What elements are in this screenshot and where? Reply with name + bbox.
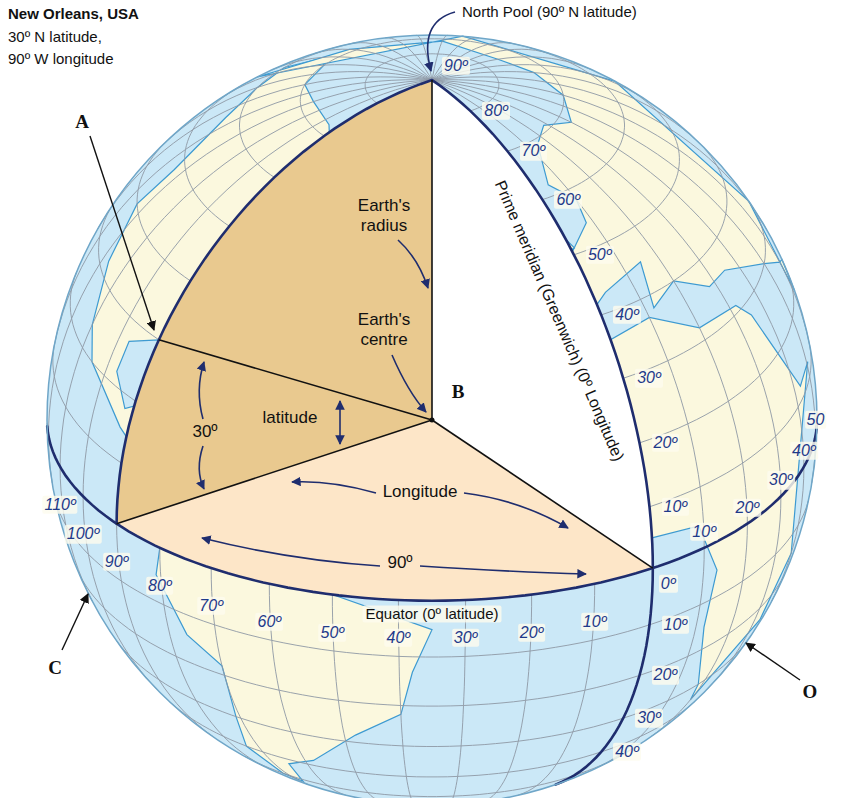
latitude-number: 10º [662, 498, 690, 516]
angle-arrow [292, 482, 376, 493]
radius-line [117, 420, 432, 524]
leader-arrow [90, 136, 154, 330]
graticule [47, 35, 817, 798]
angle-arrow [202, 538, 380, 566]
coordinate-note: 90º W longitude [8, 50, 114, 67]
callout-letter: C [48, 657, 62, 679]
equator-line [47, 426, 817, 600]
longitude-number: 10º [690, 523, 718, 541]
callout-letter: O [803, 681, 818, 703]
ocean [47, 35, 817, 798]
longitude-number: 40º [385, 629, 413, 647]
angle-arrow [420, 566, 586, 574]
globe [47, 35, 817, 798]
angle-label: 90º [387, 553, 412, 573]
pointer-arrow [398, 240, 428, 288]
longitude-number: 10º [581, 613, 609, 631]
globe-rim [47, 35, 817, 798]
coordinate-note: 30º N latitude, [8, 28, 102, 45]
pointer-arrow [392, 355, 426, 412]
angle-arrow [199, 446, 204, 489]
latitude-number: 20º [652, 434, 680, 452]
radius-line [159, 340, 432, 420]
longitude-number: 70º [197, 597, 225, 615]
leader-arrow [746, 643, 800, 680]
longitude-number: 110º [42, 496, 77, 514]
latitude-number: 80º [482, 102, 510, 120]
meridian-line [117, 80, 432, 524]
angle-arrow [339, 401, 341, 444]
radius-line [431, 80, 433, 420]
longitude-number: 50º [319, 623, 347, 641]
angle-label: latitude [263, 408, 318, 428]
longitude-number: 50 [805, 411, 827, 429]
longitude-number: 100º [65, 525, 102, 543]
callout-letter: B [452, 381, 465, 403]
angle-arrow [464, 493, 568, 528]
latitude-number: 90º [442, 57, 470, 75]
origin-number: 0º [659, 575, 678, 593]
prime-meridian-line [432, 80, 653, 785]
leader-arrow [62, 594, 88, 650]
latitude-number: 30º [635, 369, 663, 387]
centre-label: Earth's centre [349, 310, 419, 349]
pole-label: North Pool (90º N latitude) [462, 3, 637, 20]
latitude-number: 30º [635, 709, 663, 727]
longitude-number: 30º [452, 629, 480, 647]
longitude-number: 60º [255, 613, 283, 631]
angle-label: Longitude [383, 482, 458, 502]
angle-label: 30º [192, 422, 217, 442]
latitude-number: 70º [520, 142, 548, 160]
latitude-number: 40º [613, 743, 641, 761]
longitude-number: 20º [518, 623, 546, 641]
latitude-number: 50º [586, 246, 614, 264]
longitude-wedge [117, 420, 653, 601]
longitude-number: 40º [790, 442, 818, 460]
longitude-number: 90º [103, 552, 131, 570]
longitude-number: 20º [734, 498, 762, 516]
latitude-number: 20º [652, 666, 680, 684]
latitude-number: 40º [613, 306, 641, 324]
longitude-number: 30º [767, 471, 795, 489]
latitude-number: 60º [554, 190, 582, 208]
place-name: New Orleans, USA [8, 5, 139, 22]
centre-dot [430, 418, 435, 423]
latitude-number: 10º [662, 616, 690, 634]
callout-letter: A [75, 111, 89, 133]
longitude-number: 80º [146, 577, 174, 595]
equator-label: Equator (0º latitude) [362, 605, 501, 622]
radius-label: Earth's radius [349, 196, 419, 235]
angle-arrow [199, 362, 204, 419]
